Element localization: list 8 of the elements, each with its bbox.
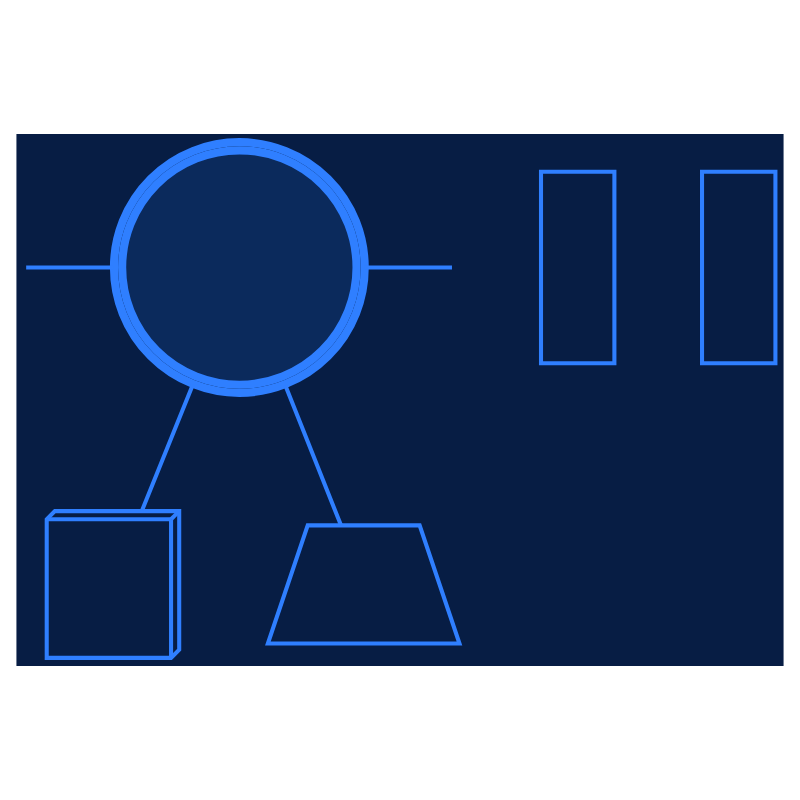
connector	[364, 265, 452, 270]
node-box	[538, 169, 617, 366]
node-cloud	[109, 138, 369, 397]
node-laptop	[265, 523, 463, 646]
connector	[26, 265, 114, 270]
connector	[283, 384, 343, 526]
node-box	[700, 169, 778, 366]
connector	[140, 383, 195, 512]
